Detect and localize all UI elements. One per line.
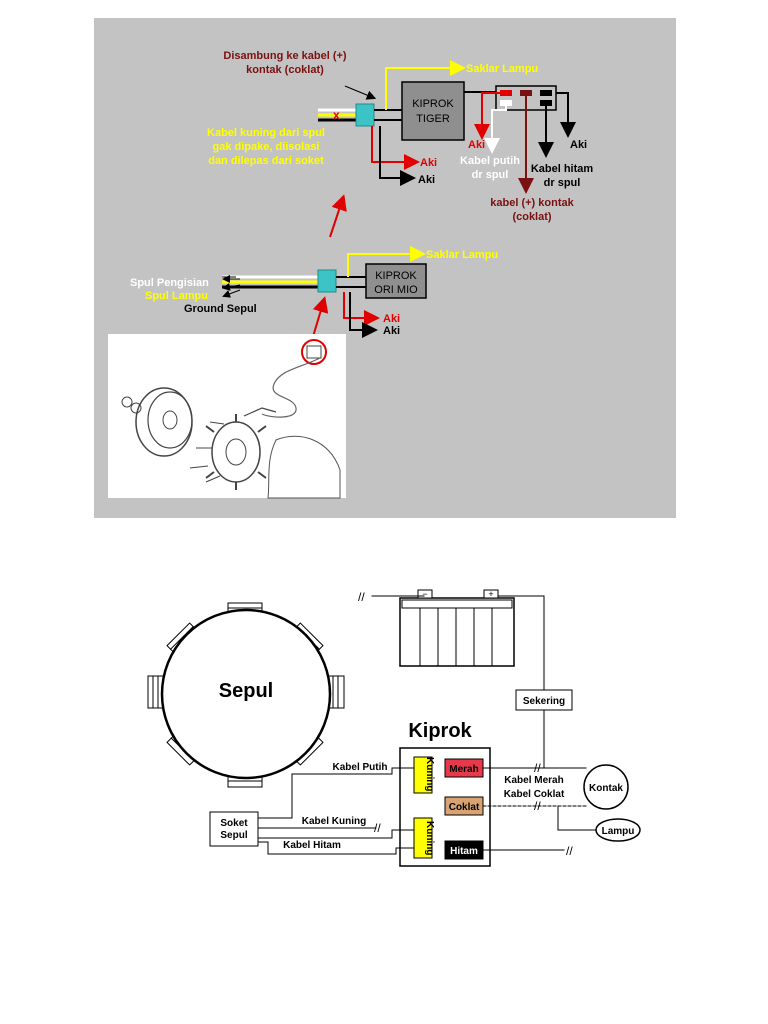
kabel-putih-schematic-label: Kabel Putih <box>332 762 387 773</box>
connector-teal-top <box>355 103 375 127</box>
break-merah: // <box>534 761 541 775</box>
aki-red-2-label: Aki <box>383 313 400 325</box>
kabel-coklat-label: Kabel Coklat <box>504 789 565 800</box>
terminal-coklat-label: Coklat <box>449 802 480 813</box>
upgrade-arrow <box>329 194 347 238</box>
stator-illustration <box>108 334 346 499</box>
kabel-kontak-2: (coklat) <box>512 211 551 223</box>
ground-break-top: // <box>358 590 365 604</box>
battery-plus-label: + <box>488 589 493 599</box>
ground-sepul-label: Ground Sepul <box>184 303 257 315</box>
yellow-note-2: gak dipake, diisolasi <box>213 141 320 153</box>
battery-minus-label: − <box>422 589 427 599</box>
lampu-ellipse <box>595 818 641 842</box>
battery: − + <box>399 589 515 667</box>
terminal-hitam-label: Hitam <box>450 846 478 857</box>
sekering-label: Sekering <box>523 696 565 707</box>
soket-sepul-box <box>209 811 259 847</box>
terminal-kuning-bottom-label: Kuning <box>424 821 435 855</box>
terminal-kuning-top <box>413 756 433 794</box>
break-coklat: // <box>534 799 541 813</box>
aki-black-2-label: Aki <box>383 325 400 337</box>
saklar-lampu-top: Saklar Lampu <box>466 63 538 75</box>
kabel-kontak-1: kabel (+) kontak <box>490 197 574 209</box>
connector-teal-bottom <box>317 269 337 293</box>
spul-pengisian-label: Spul Pengisian <box>130 277 209 289</box>
kabel-hitam-1: Kabel hitam <box>531 163 594 175</box>
kiprok-ori-box <box>365 263 427 299</box>
kontak-circle <box>583 764 629 810</box>
kabel-putih-2: dr spul <box>472 169 509 181</box>
aki-black-label: Aki <box>418 174 435 186</box>
connector-aki-black-label: Aki <box>570 139 587 151</box>
yellow-note-1: Kabel kuning dari spul <box>207 127 325 139</box>
x-mark: x <box>333 108 340 122</box>
sepul-stator: Sepul <box>147 602 345 788</box>
aki-red-label: Aki <box>420 157 437 169</box>
top-diagram: x Saklar Lampu KIPROK TIGER Aki Aki Disa… <box>94 18 676 518</box>
spul-lampu-label: Spul Lampu <box>145 290 208 302</box>
kabel-hitam-2: dr spul <box>544 177 581 189</box>
lampu-label: Lampu <box>602 826 635 837</box>
yellow-note-3: dan dilepas dari soket <box>208 155 324 167</box>
kabel-merah-label: Kabel Merah <box>504 775 563 786</box>
ori-mio-section: Saklar Lampu KIPROK ORI MIO Aki Aki Spul… <box>130 246 498 341</box>
kiprok-tiger-label-2: TIGER <box>416 113 450 125</box>
joined-note-2: kontak (coklat) <box>246 64 324 76</box>
ground-break-bottom: // <box>566 844 573 858</box>
schematic: Sepul − + // Sekering Kiprok Kuning Ku <box>147 589 641 867</box>
soket-label-1: Soket <box>220 818 248 829</box>
terminal-merah-label: Merah <box>449 764 478 775</box>
terminal-kuning-bottom <box>413 817 433 859</box>
kontak-label: Kontak <box>589 783 623 794</box>
kiprok-ori-label-1: KIPROK <box>375 270 417 282</box>
kiprok-ori-label-2: ORI MIO <box>374 284 418 296</box>
kabel-hitam-schematic-label: Kabel Hitam <box>283 840 341 851</box>
joined-note-1: Disambung ke kabel (+) <box>223 50 347 62</box>
kabel-kuning-label: Kabel Kuning <box>302 816 366 827</box>
kiprok-tiger-label-1: KIPROK <box>412 98 454 110</box>
tiger-section: x Saklar Lampu KIPROK TIGER Aki Aki Disa… <box>207 50 593 223</box>
kabel-putih-1: Kabel putih <box>460 155 520 167</box>
kiprok-title: Kiprok <box>408 720 472 742</box>
soket-label-2: Sepul <box>220 830 247 841</box>
kiprok-tiger-box <box>401 81 465 141</box>
saklar-lampu-bottom: Saklar Lampu <box>426 249 498 261</box>
terminal-kuning-top-label: Kuning <box>424 757 435 791</box>
sepul-label: Sepul <box>219 680 273 702</box>
break-kuning: // <box>374 821 381 835</box>
connector-aki-red-label: Aki <box>468 139 485 151</box>
